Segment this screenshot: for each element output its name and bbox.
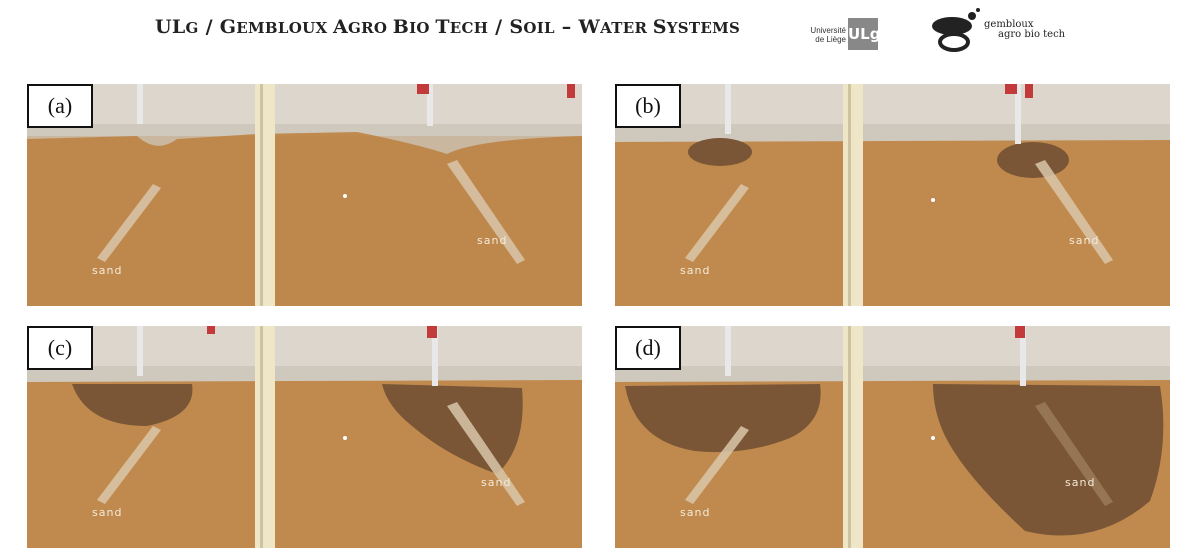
gembloux-logo-mark <box>932 8 980 52</box>
header-title: ULG / GEMBLOUX AGRO BIO TECH / SOIL – WA… <box>155 16 740 38</box>
ulg-text-line2: de Liège <box>815 35 846 44</box>
panel-a-sand-right: sand <box>477 234 508 247</box>
panel-d-photo <box>615 326 1170 548</box>
panel-a: (a) sand sand <box>27 84 582 306</box>
panel-b-photo <box>615 84 1170 306</box>
title-b: B <box>392 16 410 38</box>
panel-c-sand-left: sand <box>92 506 123 519</box>
title-oil: OIL <box>523 19 555 37</box>
panel-d: (d) sand sand <box>615 326 1170 548</box>
header: ULG / GEMBLOUX AGRO BIO TECH / SOIL – WA… <box>0 0 1203 70</box>
title-ater: ATER <box>600 19 653 37</box>
ulg-logo-mark: ULg <box>848 18 880 50</box>
title-gem-g: G <box>219 16 237 38</box>
panel-a-photo <box>27 84 582 306</box>
title-g: G <box>185 19 199 37</box>
title-s: S <box>509 16 524 38</box>
panel-b: (b) sand sand <box>615 84 1170 306</box>
title-w: W <box>578 16 601 38</box>
panel-a-label: (a) <box>27 84 93 128</box>
gembloux-logo: gembloux agro bio tech <box>928 6 1068 56</box>
panel-a-sand-left: sand <box>92 264 123 277</box>
gembloux-logo-text: gembloux agro bio tech <box>984 20 1065 40</box>
title-t: T <box>435 16 450 38</box>
panel-d-sand-left: sand <box>680 506 711 519</box>
panel-c-label: (c) <box>27 326 93 370</box>
title-s2: S <box>652 16 667 38</box>
title-io: IO <box>409 19 436 37</box>
title-sep-1: / <box>198 16 220 38</box>
title-ystems: YSTEMS <box>666 19 741 37</box>
panel-b-sand-left: sand <box>680 264 711 277</box>
ulg-text-line1: Université <box>810 26 846 35</box>
panel-c-photo <box>27 326 582 548</box>
gembloux-line1: gembloux <box>984 19 1034 30</box>
title-sep-2: / <box>488 16 510 38</box>
panel-c-sand-right: sand <box>481 476 512 489</box>
title-gembloux: EMBLOUX <box>236 19 333 37</box>
title-ul: UL <box>155 16 186 38</box>
panel-d-label: (d) <box>615 326 681 370</box>
gembloux-line2: agro bio tech <box>998 29 1066 40</box>
panel-c: (c) sand sand <box>27 326 582 548</box>
title-ech: ECH <box>449 19 489 37</box>
panel-b-sand-right: sand <box>1069 234 1100 247</box>
title-gro: GRO <box>347 19 393 37</box>
title-a: A <box>332 16 348 38</box>
panel-d-sand-right: sand <box>1065 476 1096 489</box>
ulg-logo: Université de Liège ULg <box>800 16 880 52</box>
ulg-logo-text: Université de Liège <box>800 26 846 44</box>
panel-b-label: (b) <box>615 84 681 128</box>
title-dash: – <box>554 16 579 38</box>
